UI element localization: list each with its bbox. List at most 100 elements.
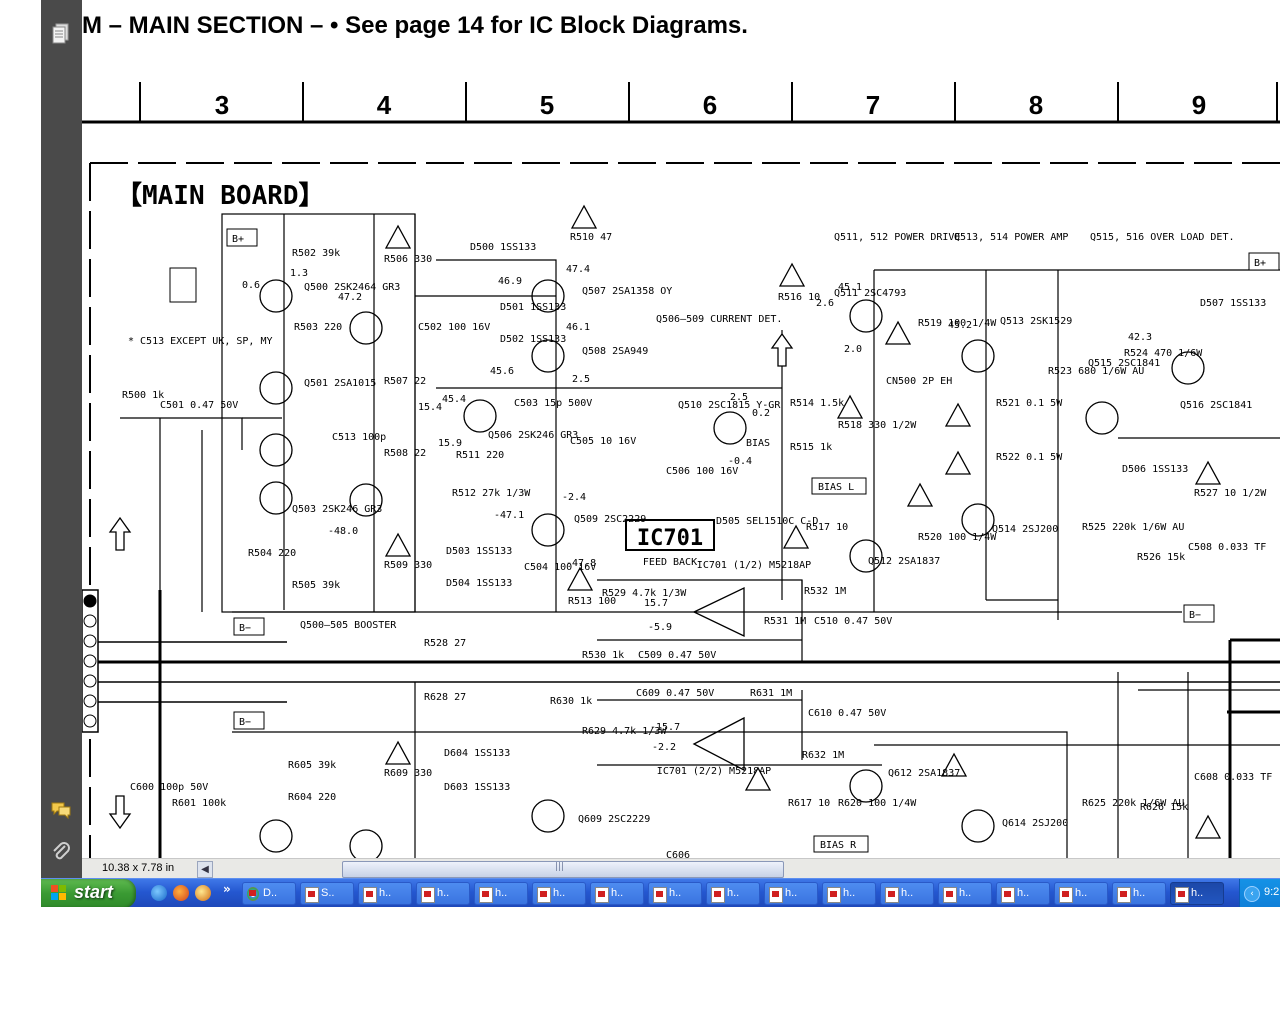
comp-q510: Q510 2SC1815 Y-GR — [678, 400, 781, 411]
scroll-left-button[interactable]: ◀ — [197, 861, 213, 878]
horizontal-scroll-thumb[interactable]: ||| — [342, 861, 784, 878]
comp-r605: R605 39k — [288, 760, 336, 771]
comp-r505: R505 39k — [292, 580, 340, 591]
comp-r632: R632 1M — [802, 750, 844, 761]
comments-icon[interactable] — [49, 798, 73, 822]
comp-r509: R509 330 — [384, 560, 432, 571]
b-plus-label: B+ — [232, 234, 244, 245]
comp-r503: R503 220 — [294, 322, 342, 333]
comp-r628: R628 27 — [424, 692, 466, 703]
comp-r513: R513 100 — [568, 596, 616, 607]
comp-c600: C600 100p 50V — [130, 782, 208, 793]
taskbar-item-pdf[interactable]: S.. — [300, 882, 354, 905]
taskbar-item-pdf[interactable]: h.. — [822, 882, 876, 905]
comp-r601: R601 100k — [172, 798, 226, 809]
quick-launch-more-icon[interactable]: » — [223, 882, 231, 896]
pdf-document-view[interactable]: M – MAIN SECTION – • See page 14 for IC … — [82, 0, 1280, 858]
comp-q614: Q614 2SJ200 — [1002, 818, 1068, 829]
column-7: 7 — [866, 90, 880, 120]
comp-r500: R500 1k — [122, 390, 164, 401]
firefox-icon[interactable] — [173, 885, 189, 901]
taskbar-item-pdf[interactable]: h.. — [474, 882, 528, 905]
b-plus-label-right: B+ — [1254, 258, 1266, 269]
volt-neg15.7: -15.7 — [650, 722, 680, 733]
ie-icon[interactable] — [151, 885, 167, 901]
taskbar-item-pdf[interactable]: h.. — [1112, 882, 1166, 905]
volt-0.2: 0.2 — [752, 408, 770, 419]
comp-r604: R604 220 — [288, 792, 336, 803]
comp-r506: R506 330 — [384, 254, 432, 265]
q511-512-label: Q511, 512 POWER DRIVE — [834, 232, 960, 243]
comp-d505: D505 SEL1510C C-D — [716, 516, 818, 527]
ic701-sub: FEED BACK — [643, 557, 697, 568]
start-button[interactable]: start — [41, 879, 136, 908]
comp-q515: Q515 2SC1841 — [1088, 358, 1160, 369]
volt-2.0: 2.0 — [844, 344, 862, 355]
taskbar-item-pdf[interactable]: h.. — [648, 882, 702, 905]
column-8: 8 — [1029, 90, 1043, 120]
taskbar-item-pdf[interactable]: h.. — [880, 882, 934, 905]
volt-15.4: 15.4 — [418, 402, 442, 413]
comp-q612: Q612 2SA1837 — [888, 768, 960, 779]
transistors — [259, 279, 1205, 858]
volt-neg2.2: -2.2 — [652, 742, 676, 753]
bias-l-label: BIAS L — [818, 482, 854, 493]
comp-r511: R511 220 — [456, 450, 504, 461]
taskbar-item-chrome[interactable]: D.. — [242, 882, 296, 905]
comp-r631: R631 1M — [750, 688, 792, 699]
b-minus-box — [233, 617, 265, 636]
attachments-icon[interactable] — [49, 840, 73, 864]
scroll-grip-icon: ||| — [555, 862, 565, 872]
pdf-icon — [595, 887, 609, 903]
taskbar-item-pdf[interactable]: h.. — [938, 882, 992, 905]
comp-r507: R507 22 — [384, 376, 426, 387]
volt-neg48.0: -48.0 — [328, 526, 358, 537]
taskbar-item-pdf[interactable]: h.. — [358, 882, 412, 905]
volt-15.7: 15.7 — [644, 598, 668, 609]
comp-d507: D507 1SS133 — [1200, 298, 1266, 309]
comp-q609: Q609 2SC2229 — [578, 814, 650, 825]
comp-d603: D603 1SS133 — [444, 782, 510, 793]
volt-neg0.4: -0.4 — [728, 456, 752, 467]
comp-c608: C608 0.033 TF — [1194, 772, 1272, 783]
comp-c504: C504 100 16V — [524, 562, 596, 573]
pdf-icon — [1059, 887, 1073, 903]
pdf-icon — [421, 887, 435, 903]
clock[interactable]: 9:2 — [1264, 886, 1280, 898]
comp-q509: Q509 2SC2229 — [574, 514, 646, 525]
taskbar-item-pdf[interactable]: h.. — [764, 882, 818, 905]
comp-q512: Q512 2SA1837 — [868, 556, 940, 567]
comp-r527: R527 10 1/2W — [1194, 488, 1267, 499]
volt-15.9: 15.9 — [438, 438, 462, 449]
comp-r512: R512 27k 1/3W — [452, 488, 531, 499]
comp-c509: C509 0.47 50V — [638, 650, 716, 661]
comp-r609: R609 330 — [384, 768, 432, 779]
tray-expand-icon[interactable]: ‹ — [1244, 886, 1260, 902]
comp-c609: C609 0.47 50V — [636, 688, 714, 699]
taskbar-item-pdf[interactable]: h.. — [590, 882, 644, 905]
comp-c606: C606 — [666, 850, 690, 858]
jumper-box — [169, 267, 197, 303]
b-minus-box-lower — [233, 711, 265, 730]
taskbar-item-pdf-active[interactable]: h.. — [1170, 882, 1224, 905]
volt-0.6: 0.6 — [242, 280, 260, 291]
comp-d504: D504 1SS133 — [446, 578, 512, 589]
volt-47.4: 47.4 — [566, 264, 590, 275]
ic701b-part: IC701 (2/2) M5218AP — [657, 766, 771, 777]
taskbar-item-pdf[interactable]: h.. — [1054, 882, 1108, 905]
taskbar-item-pdf[interactable]: h.. — [416, 882, 470, 905]
start-label: start — [74, 882, 114, 902]
page-header: M – MAIN SECTION – • See page 14 for IC … — [82, 12, 748, 39]
taskbar-item-pdf[interactable]: h.. — [706, 882, 760, 905]
taskbar-item-pdf[interactable]: h.. — [996, 882, 1050, 905]
comp-q500: Q500 2SK2464 GR3 — [304, 282, 400, 293]
pages-icon[interactable] — [49, 22, 73, 46]
comp-c510: C510 0.47 50V — [814, 616, 892, 627]
taskbar-item-pdf[interactable]: h.. — [532, 882, 586, 905]
annotations: R502 39k R503 220 Q500 2SK2464 GR3 R506 … — [122, 232, 1272, 858]
comp-q514: Q514 2SJ200 — [992, 524, 1058, 535]
media-icon[interactable] — [195, 885, 211, 901]
pdf-icon — [305, 887, 319, 903]
column-6: 6 — [703, 90, 717, 120]
comp-r629: R629 4.7k 1/3W — [582, 726, 667, 737]
